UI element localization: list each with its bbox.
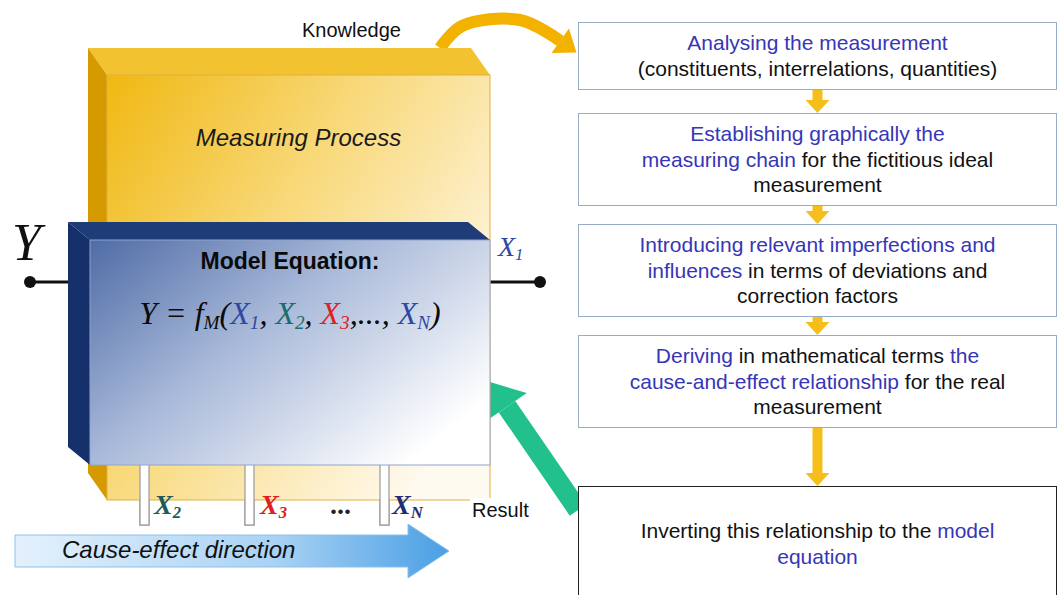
subscript: 2 <box>173 503 181 522</box>
step-paragraph: Introducing relevant imperfections and i… <box>639 232 996 309</box>
symbol-base: X <box>230 295 250 331</box>
symbol: XN <box>398 295 430 331</box>
subscript: M <box>204 312 220 333</box>
block-top-face <box>88 48 490 75</box>
ellipsis: ... <box>330 490 351 521</box>
flow-arrow <box>813 206 823 211</box>
input-symbol: XN <box>392 490 423 523</box>
step-paragraph: Deriving in mathematical terms the cause… <box>627 343 1008 420</box>
step-box: Establishing graphically the measuring c… <box>578 113 1057 206</box>
output-symbol: Y <box>12 214 41 271</box>
model-equation: Y = fM(X1, X2, X3,..., XN) <box>90 294 490 334</box>
step-keyphrase: Deriving <box>656 344 733 367</box>
symbol-base: X <box>321 295 341 331</box>
symbol: X3 <box>260 489 287 520</box>
direction-label: Cause-effect direction <box>62 537 295 563</box>
symbol: fM <box>195 295 220 331</box>
symbol: X2 <box>275 295 304 331</box>
step-paragraph: Inverting this relationship to the model… <box>639 518 996 569</box>
result-arrow <box>507 407 578 510</box>
block-top-face <box>68 222 490 240</box>
step-text: Inverting this relationship to the <box>641 519 932 542</box>
step-text: (constituents, interrelations, quantitie… <box>587 56 1048 82</box>
model-block: Model Equation: Y = fM(X1, X2, X3,..., XN… <box>68 222 490 465</box>
knowledge-arrow <box>440 19 560 48</box>
subscript: 3 <box>340 312 350 333</box>
symbol: XN <box>392 489 423 520</box>
input-symbol: X2 <box>154 490 181 523</box>
symbol: X3 <box>321 295 350 331</box>
symbol-base: X <box>392 489 411 520</box>
subscript: 1 <box>250 312 260 333</box>
symbol: X1 <box>230 295 259 331</box>
step-box: Analysing the measurement(constituents, … <box>578 22 1057 90</box>
terminal-wire <box>490 281 540 284</box>
flow-arrow <box>813 317 823 322</box>
flow-arrow <box>813 90 823 100</box>
symbol-base: X <box>260 489 279 520</box>
terminal-dot <box>534 276 546 288</box>
edge-label: Result <box>470 498 531 522</box>
subscript: 2 <box>295 312 305 333</box>
symbol-base: f <box>195 295 204 331</box>
step-keyphrase: Analysing the measurement <box>587 30 1048 56</box>
direction-arrow <box>15 524 449 578</box>
symbol-base: X <box>498 231 515 262</box>
step-paragraph: Analysing the measurement(constituents, … <box>587 30 1048 81</box>
input-symbol: X3 <box>260 490 287 523</box>
block-front-face <box>90 240 490 465</box>
step-text: in mathematical terms <box>739 344 944 367</box>
terminal-dot <box>24 276 36 288</box>
step-box: Inverting this relationship to the model… <box>578 486 1057 595</box>
step-box: Introducing relevant imperfections and i… <box>578 224 1057 317</box>
step-text: in terms of deviations and correction fa… <box>737 259 987 308</box>
flow-arrow <box>813 428 823 473</box>
symbol: X2 <box>154 489 181 520</box>
subscript: N <box>411 503 423 522</box>
subscript: N <box>417 312 430 333</box>
step-paragraph: Establishing graphically the measuring c… <box>639 121 996 198</box>
edge-label: Knowledge <box>300 18 403 42</box>
block-title: Measuring Process <box>107 124 490 153</box>
subscript: 1 <box>515 245 523 264</box>
input-symbol: X1 <box>498 232 524 265</box>
block-heading: Model Equation: <box>90 248 490 276</box>
symbol-base: X <box>398 295 418 331</box>
step-box: Deriving in mathematical terms the cause… <box>578 335 1057 428</box>
symbol-base: X <box>154 489 173 520</box>
subscript: 3 <box>279 503 287 522</box>
block-side-face <box>68 222 90 465</box>
symbol: X1 <box>498 231 524 262</box>
symbol-base: X <box>275 295 295 331</box>
